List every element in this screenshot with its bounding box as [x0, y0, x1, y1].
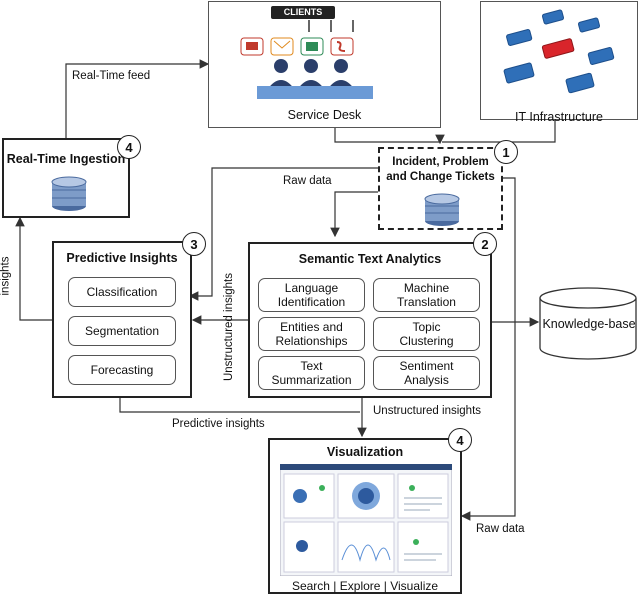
topic-clustering-item: Topic Clustering — [373, 317, 480, 351]
support-team-icon — [240, 20, 373, 99]
db-underline — [44, 216, 94, 218]
raw-data-top-label: Raw data — [283, 175, 332, 187]
semantic-text-analytics-box: Semantic Text Analytics Language Identif… — [248, 242, 492, 398]
sentiment-analysis-item: Sentiment Analysis — [373, 356, 480, 390]
predictive-insights-title: Predictive Insights — [66, 251, 178, 265]
insights-vertical-label: insights — [0, 256, 12, 296]
database-icon — [424, 193, 460, 226]
visualization-title: Visualization — [326, 445, 404, 459]
ingestion-step-badge: 4 — [117, 135, 141, 159]
arrow-raw-data-to-visualization — [460, 177, 516, 521]
predictive-insights-edge-label: Predictive insights — [172, 418, 265, 430]
entities-relationships-item: Entities and Relationships — [258, 317, 365, 351]
segmentation-item: Segmentation — [68, 316, 176, 346]
clients-sign: CLIENTS — [271, 6, 335, 19]
unstructured-insights-label: Unstructured insights — [373, 405, 482, 417]
tickets-box: Incident, Problem and Change Tickets — [378, 147, 503, 230]
database-icon — [51, 176, 87, 211]
arrow-predictive-to-ingestion — [15, 216, 52, 321]
dashboard-screenshot — [280, 464, 452, 576]
service-desk-caption: Service Desk — [287, 108, 362, 122]
predictive-step-badge: 3 — [182, 232, 206, 256]
predictive-insights-box: Predictive Insights Classification Segme… — [52, 241, 192, 398]
knowledge-base-label: Knowledge-base — [542, 317, 636, 331]
arrow-raw-data-to-predictive — [188, 167, 378, 301]
visualization-step-badge: 4 — [448, 428, 472, 452]
visualization-box: Visualization Search | Explore | Visuali… — [268, 438, 462, 594]
classification-item: Classification — [68, 277, 176, 307]
arrow-predictive-to-visualization — [119, 398, 360, 413]
language-identification-item: Language Identification — [258, 278, 365, 312]
it-infrastructure-caption: IT Infrastructure — [515, 110, 603, 124]
service-desk-box: CLIENTS Service Desk — [208, 1, 441, 128]
raw-data-bottom-label: Raw data — [476, 523, 525, 535]
arrow-real-time-feed — [65, 59, 210, 138]
it-infrastructure-box: IT Infrastructure — [480, 1, 638, 124]
knowledge-base-cylinder — [539, 287, 637, 360]
infrastructure-tiles-icon — [503, 9, 615, 94]
arrow-it-to-tickets — [442, 120, 556, 143]
semantic-text-analytics-title: Semantic Text Analytics — [298, 252, 442, 266]
text-summarization-item: Text Summarization — [258, 356, 365, 390]
tickets-title: Incident, Problem and Change Tickets — [386, 156, 495, 183]
tickets-step-badge: 1 — [494, 140, 518, 164]
machine-translation-item: Machine Translation — [373, 278, 480, 312]
visualization-caption: Search | Explore | Visualize — [291, 579, 439, 593]
real-time-feed-label: Real-Time feed — [72, 70, 151, 82]
semantic-step-badge: 2 — [473, 232, 497, 256]
unstructured-insights-vertical-label: Unstructured insights — [223, 272, 236, 382]
real-time-ingestion-box: Real-Time Ingestion — [2, 138, 130, 218]
arrow-service-desk-to-tickets — [334, 128, 445, 145]
forecasting-item: Forecasting — [68, 355, 176, 385]
real-time-ingestion-title: Real-Time Ingestion — [6, 152, 126, 166]
